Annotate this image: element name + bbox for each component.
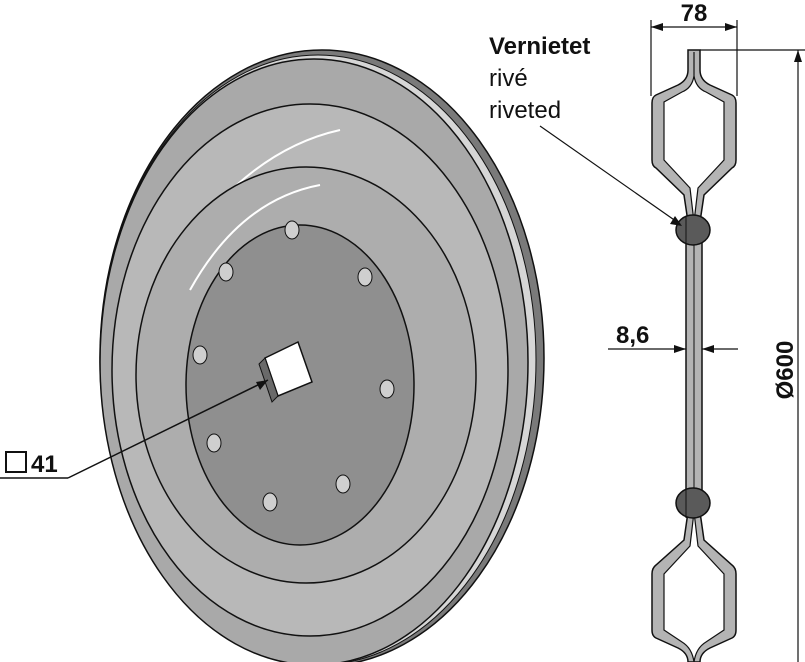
- rivet-note-german: Vernietet: [489, 33, 590, 60]
- thickness-dimension: 8,6: [608, 322, 738, 353]
- bolt-hole: [379, 379, 395, 399]
- bolt-hole: [262, 492, 278, 512]
- section-bottom-inner: [663, 511, 725, 662]
- thickness-arrow-right: [702, 345, 714, 353]
- square-hole-depth: [258, 357, 279, 403]
- rivet-note-french: rivé: [489, 65, 528, 92]
- bolt-hole: [192, 345, 208, 365]
- rivet-top: [675, 214, 711, 246]
- hub-bolt-holes: [192, 220, 395, 512]
- width-dimension-value: 78: [681, 0, 708, 27]
- bolt-hole: [284, 220, 300, 240]
- square-symbol-icon: [5, 451, 27, 473]
- rivet-note-leader: [539, 125, 681, 225]
- diameter-dimension: Ø600: [700, 49, 805, 662]
- disc-view: [99, 49, 545, 662]
- bolt-hole: [335, 474, 351, 494]
- square-hole-callout: 41: [0, 379, 269, 479]
- width-arrow-right: [725, 23, 737, 31]
- width-arrow-left: [651, 23, 663, 31]
- width-dimension: 78: [650, 0, 738, 96]
- section-top-inner: [663, 52, 725, 223]
- bolt-hole: [357, 267, 373, 287]
- section-view: [651, 49, 737, 662]
- rivet-note-arrow: [670, 216, 682, 226]
- disc-inner-highlight: [189, 184, 321, 291]
- square-hole-dimension: 41: [31, 451, 58, 478]
- callout-leader: [67, 379, 269, 479]
- callout-arrowhead: [256, 380, 268, 390]
- diameter-arrow-top: [794, 50, 802, 62]
- thickness-arrow-left: [674, 345, 686, 353]
- rivet-bottom: [675, 487, 711, 519]
- rivet-note: Vernietet rivé riveted: [489, 33, 682, 226]
- diameter-dimension-value: Ø600: [772, 341, 799, 400]
- rivet-note-english: riveted: [489, 97, 561, 124]
- bolt-hole: [218, 262, 234, 282]
- thickness-dimension-value: 8,6: [616, 322, 649, 349]
- bolt-hole: [206, 433, 222, 453]
